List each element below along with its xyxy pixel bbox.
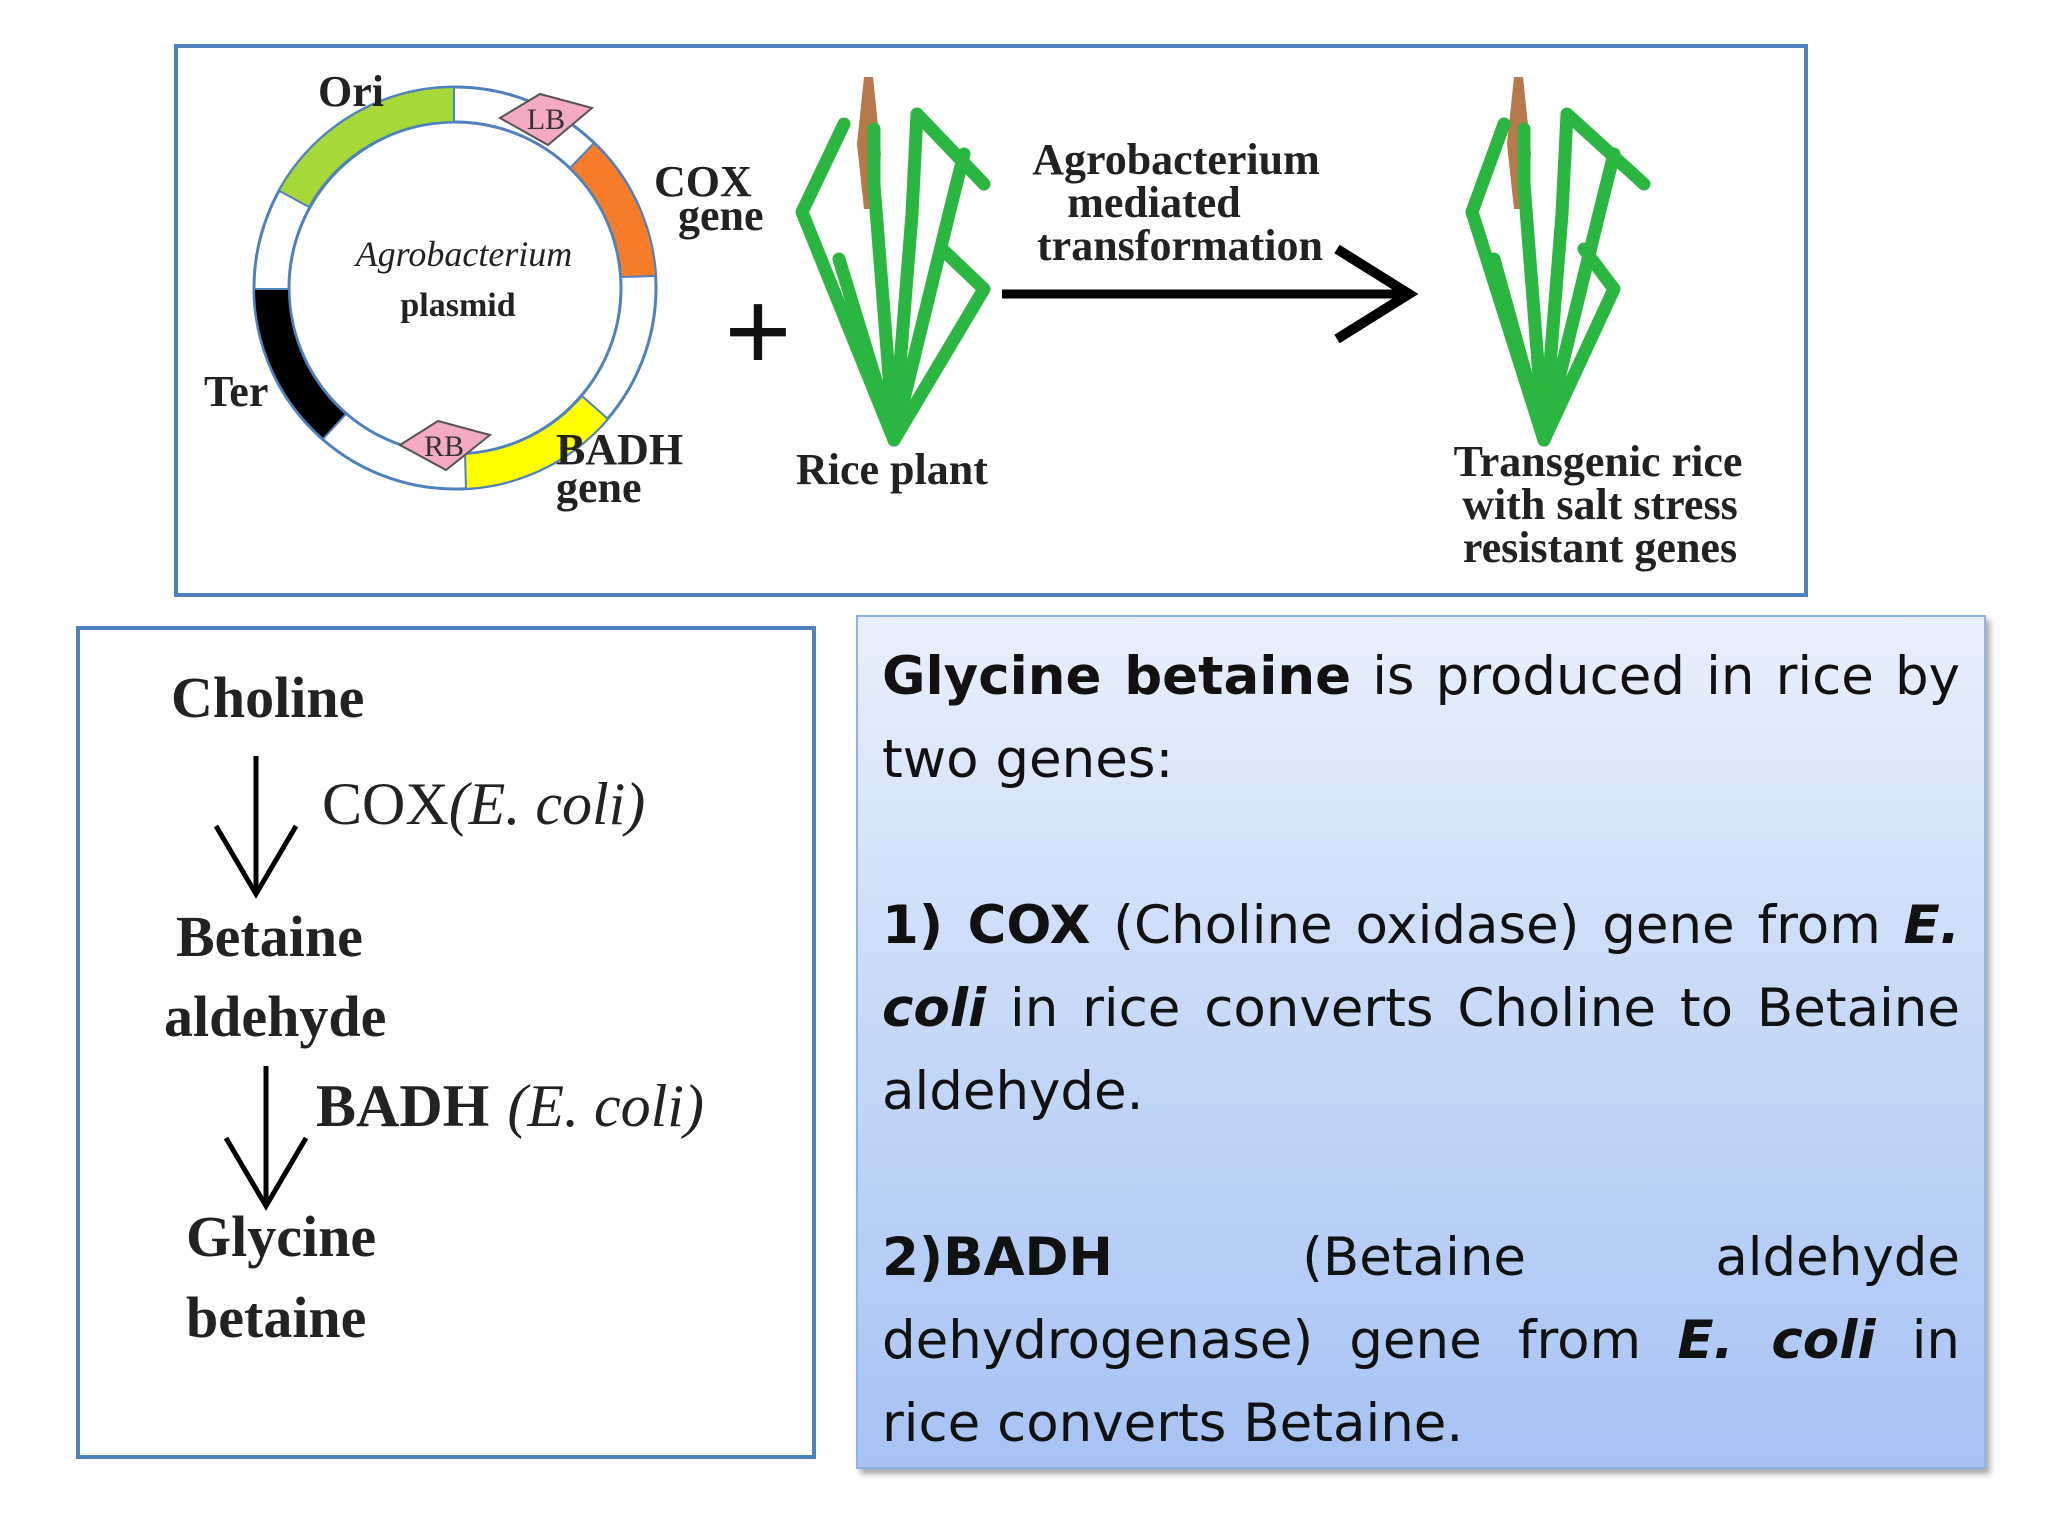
pathway-arrow-1 <box>213 756 299 899</box>
transgenic-label-3: resistant genes <box>1463 523 1737 572</box>
cox-item-text-a: (Choline oxidase) gene from <box>1090 895 1904 956</box>
transformation-label-1: Agrobacterium <box>1032 135 1320 184</box>
cox-label-1: COX <box>654 157 752 206</box>
plasmid-map: LB RB Agrobacterium plasmid Ori Ter COX … <box>204 67 764 512</box>
rice-plant-icon <box>795 77 991 447</box>
transformation-label-3: transformation <box>1037 221 1323 270</box>
enzyme-badh-name: BADH <box>316 1073 489 1139</box>
transgenic-label-1: Transgenic rice <box>1454 437 1743 486</box>
rb-marker <box>398 419 493 472</box>
plus-sign: + <box>724 265 792 398</box>
cox-paragraph: 1) COX (Choline oxidase) gene from E. co… <box>882 884 1960 1133</box>
enzyme-badh-label: BADH (E. coli) <box>316 1073 704 1139</box>
transgenic-rice-icon <box>1465 77 1651 447</box>
rb-label: RB <box>424 430 464 463</box>
transformation-diagram: LB RB Agrobacterium plasmid Ori Ter COX … <box>204 67 1743 572</box>
plasmid-center-label-1: Agrobacterium <box>354 234 573 274</box>
biosynthesis-pathway: Choline COX(E. coli) Betaine aldehyde BA… <box>164 665 704 1350</box>
pathway-arrow-2 <box>223 1066 309 1211</box>
transgenic-label-2: with salt stress <box>1462 480 1737 529</box>
cox-item-italic: E. coli <box>882 895 1960 1039</box>
pathway-step-betaine-aldehyde-2: aldehyde <box>164 984 386 1049</box>
cox-segment <box>568 141 658 279</box>
ori-label: Ori <box>318 67 384 116</box>
enzyme-cox-name: COX <box>322 771 449 837</box>
explanation-panel: Glycine betaine is produced in rice by t… <box>856 615 1986 1469</box>
cox-label-2: gene <box>678 191 764 240</box>
plasmid-center-label-2: plasmid <box>400 287 515 324</box>
badh-item-italic: E. coli <box>1677 1310 1876 1371</box>
pathway-step-choline: Choline <box>171 665 364 730</box>
badh-item-text-a: (Betaine aldehyde dehydrogenase) gene fr… <box>882 1227 1960 1371</box>
pathway-step-glycine-betaine-2: betaine <box>186 1285 366 1350</box>
enzyme-cox-source: (E. coli) <box>449 771 646 837</box>
transformation-panel: LB RB Agrobacterium plasmid Ori Ter COX … <box>174 44 1808 597</box>
ori-segment <box>277 85 455 209</box>
cox-item-bold: 1) COX <box>882 895 1091 956</box>
cox-item-text-b: in rice converts Choline to Betaine alde… <box>882 978 1960 1122</box>
badh-item-text-b: in rice converts Betaine. <box>882 1310 1961 1454</box>
intro-bold: Glycine betaine <box>882 646 1352 707</box>
ter-segment <box>252 288 348 441</box>
lb-label: LB <box>527 103 565 136</box>
badh-paragraph: 2)BADH (Betaine aldehyde dehydrogenase) … <box>882 1216 1960 1465</box>
enzyme-badh-source: (E. coli) <box>507 1073 704 1139</box>
badh-item-bold: 2)BADH <box>882 1227 1113 1288</box>
transformation-label-2: mediated <box>1067 178 1241 227</box>
badh-label-2: gene <box>556 463 642 512</box>
pathway-step-betaine-aldehyde-1: Betaine <box>176 904 363 969</box>
ter-label: Ter <box>204 367 268 416</box>
biosynthesis-pathway-panel: Choline COX(E. coli) Betaine aldehyde BA… <box>76 626 816 1459</box>
lb-marker <box>498 92 595 147</box>
enzyme-cox-label: COX(E. coli) <box>322 771 645 837</box>
badh-label-1: BADH <box>556 425 683 474</box>
transformation-arrow <box>1002 244 1419 344</box>
pathway-step-glycine-betaine-1: Glycine <box>186 1204 376 1269</box>
rice-plant-label: Rice plant <box>796 445 988 494</box>
intro-rest: is produced in rice by two genes: <box>882 646 1960 790</box>
badh-segment <box>463 394 610 491</box>
intro-paragraph: Glycine betaine is produced in rice by t… <box>882 635 1960 801</box>
